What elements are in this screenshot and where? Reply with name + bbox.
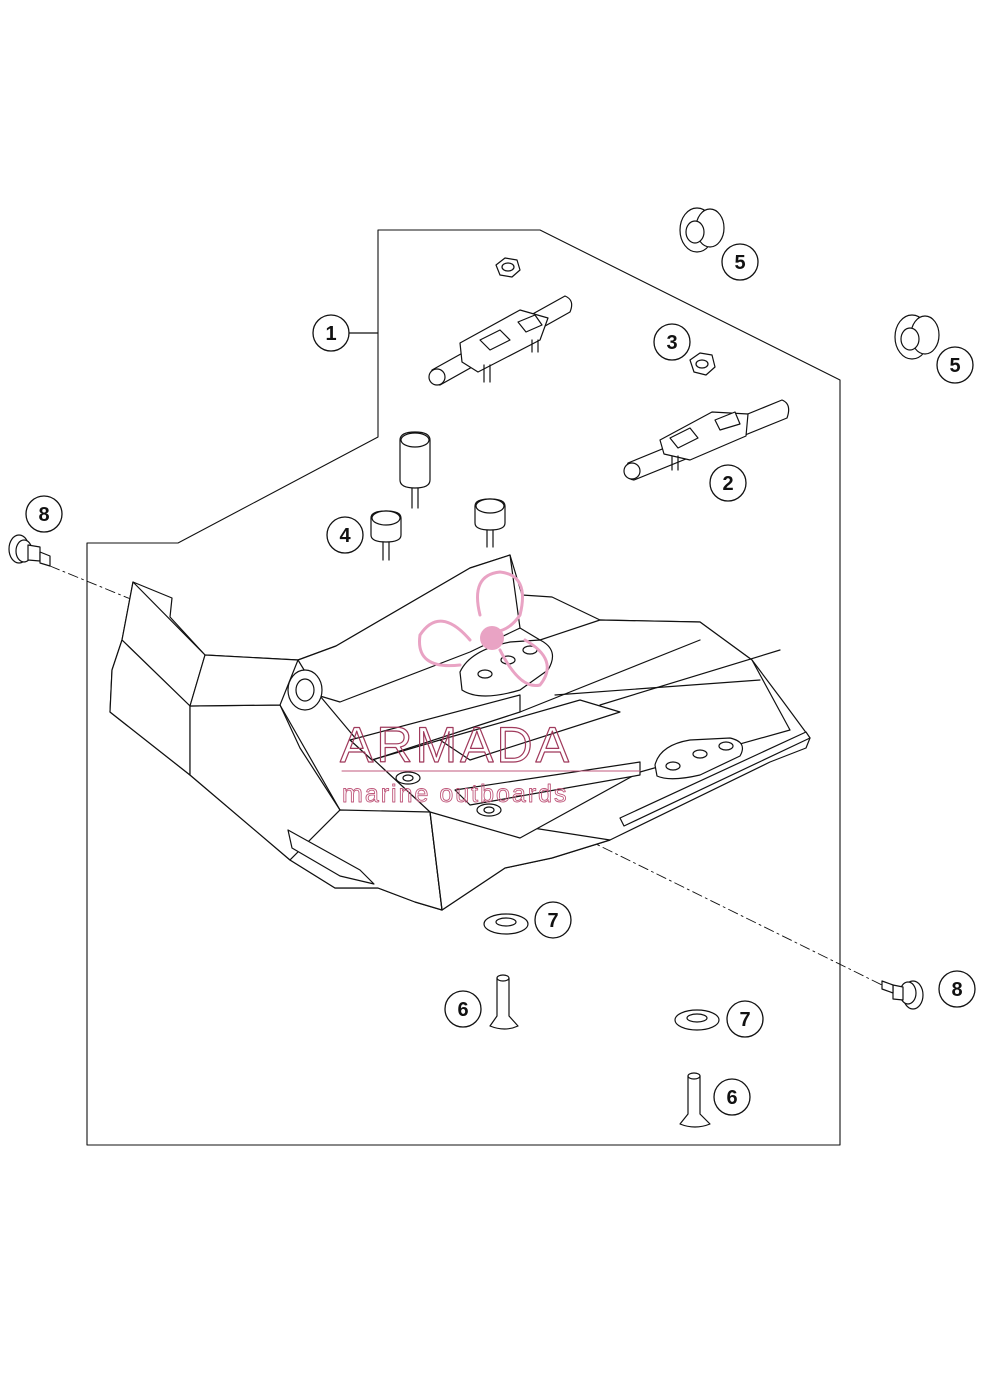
part-5-grommets <box>679 207 940 360</box>
part-2-bracket <box>623 399 790 481</box>
svg-text:5: 5 <box>949 355 960 377</box>
svg-text:7: 7 <box>547 910 558 932</box>
callout-4: 4 <box>326 516 364 554</box>
callout-6-center: 6 <box>444 990 482 1028</box>
svg-text:8: 8 <box>951 979 962 1001</box>
svg-text:2: 2 <box>722 473 733 495</box>
watermark: ARMADA marine outboards <box>339 570 641 808</box>
callout-2: 2 <box>709 464 747 502</box>
callout-1: 1 <box>312 314 350 352</box>
propeller-logo-icon <box>418 570 549 688</box>
part-4-buffers <box>370 431 506 561</box>
callout-5-top: 5 <box>721 243 759 281</box>
svg-text:6: 6 <box>726 1087 737 1109</box>
callout-8-right: 8 <box>938 970 976 1008</box>
svg-text:1: 1 <box>325 323 336 345</box>
svg-text:5: 5 <box>734 252 745 274</box>
callout-8-left: 8 <box>25 495 63 533</box>
svg-text:3: 3 <box>666 332 677 354</box>
part-6-bolts <box>489 974 711 1128</box>
svg-text:7: 7 <box>739 1009 750 1031</box>
svg-text:4: 4 <box>339 525 351 547</box>
watermark-tagline: marine outboards <box>342 780 569 808</box>
callouts: 1 2 3 4 5 5 6 6 <box>25 243 976 1116</box>
callout-5-right: 5 <box>936 346 974 384</box>
callout-7-right: 7 <box>726 1000 764 1038</box>
bracket-upper <box>428 257 573 386</box>
assembly-outline <box>86 229 841 1146</box>
callout-6-right: 6 <box>713 1078 751 1116</box>
callout-3: 3 <box>653 323 691 361</box>
svg-text:8: 8 <box>38 504 49 526</box>
part-3-nut <box>689 352 716 376</box>
svg-text:6: 6 <box>457 999 468 1021</box>
skid-plate <box>109 554 811 911</box>
part-8-bolts <box>8 534 924 1010</box>
callout-7-center: 7 <box>534 901 572 939</box>
part-7-washers <box>483 913 720 1031</box>
watermark-brand: ARMADA <box>340 717 572 773</box>
